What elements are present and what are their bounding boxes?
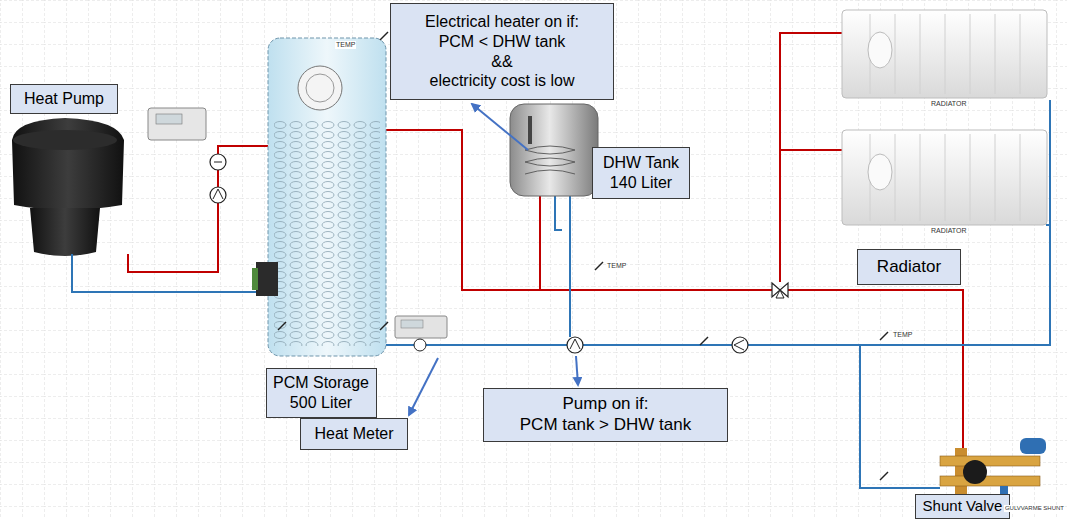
box-text: electricity cost is low — [425, 71, 579, 91]
device-label: Shunt Valve — [915, 494, 1010, 519]
box-text: Shunt Valve — [923, 497, 1003, 515]
box-text: Pump on if: — [520, 394, 691, 415]
device-label: Heat Pump — [10, 84, 118, 114]
box-text: PCM tank > DHW tank — [520, 415, 691, 436]
part-label: RADIATOR — [930, 227, 968, 235]
part-label: RADIATOR — [930, 100, 968, 108]
box-text: 140 Liter — [603, 173, 679, 193]
text-stack: Heat Pump — [24, 89, 104, 109]
condition-callout: Electrical heater on if:PCM < DHW tank&&… — [390, 3, 614, 100]
box-text: && — [425, 52, 579, 72]
text-stack: DHW Tank140 Liter — [603, 153, 679, 192]
box-text: DHW Tank — [603, 153, 679, 173]
text-stack: Pump on if:PCM tank > DHW tank — [520, 394, 691, 435]
text-stack: Shunt Valve — [923, 497, 1003, 515]
box-text: 500 Liter — [273, 393, 369, 413]
device-label: Heat Meter — [300, 418, 408, 450]
device-label: Radiator — [857, 249, 961, 285]
part-label: TEMP — [606, 262, 627, 270]
device-label: PCM Storage500 Liter — [266, 368, 377, 418]
box-text: PCM < DHW tank — [425, 32, 579, 52]
box-text: Heat Pump — [24, 89, 104, 109]
box-text: Heat Meter — [314, 424, 393, 444]
box-text: Radiator — [877, 257, 941, 278]
text-stack: Electrical heater on if:PCM < DHW tank&&… — [425, 12, 579, 90]
text-stack: Radiator — [877, 257, 941, 278]
box-text: PCM Storage — [273, 373, 369, 393]
text-stack: Heat Meter — [314, 424, 393, 444]
text-stack: PCM Storage500 Liter — [273, 373, 369, 412]
device-label: DHW Tank140 Liter — [592, 147, 690, 199]
condition-callout: Pump on if:PCM tank > DHW tank — [483, 388, 728, 442]
part-label: TEMP — [335, 41, 356, 49]
part-label: TEMP — [892, 331, 913, 339]
box-text: Electrical heater on if: — [425, 12, 579, 32]
part-label: GULVVARME SHUNT — [1004, 505, 1065, 512]
